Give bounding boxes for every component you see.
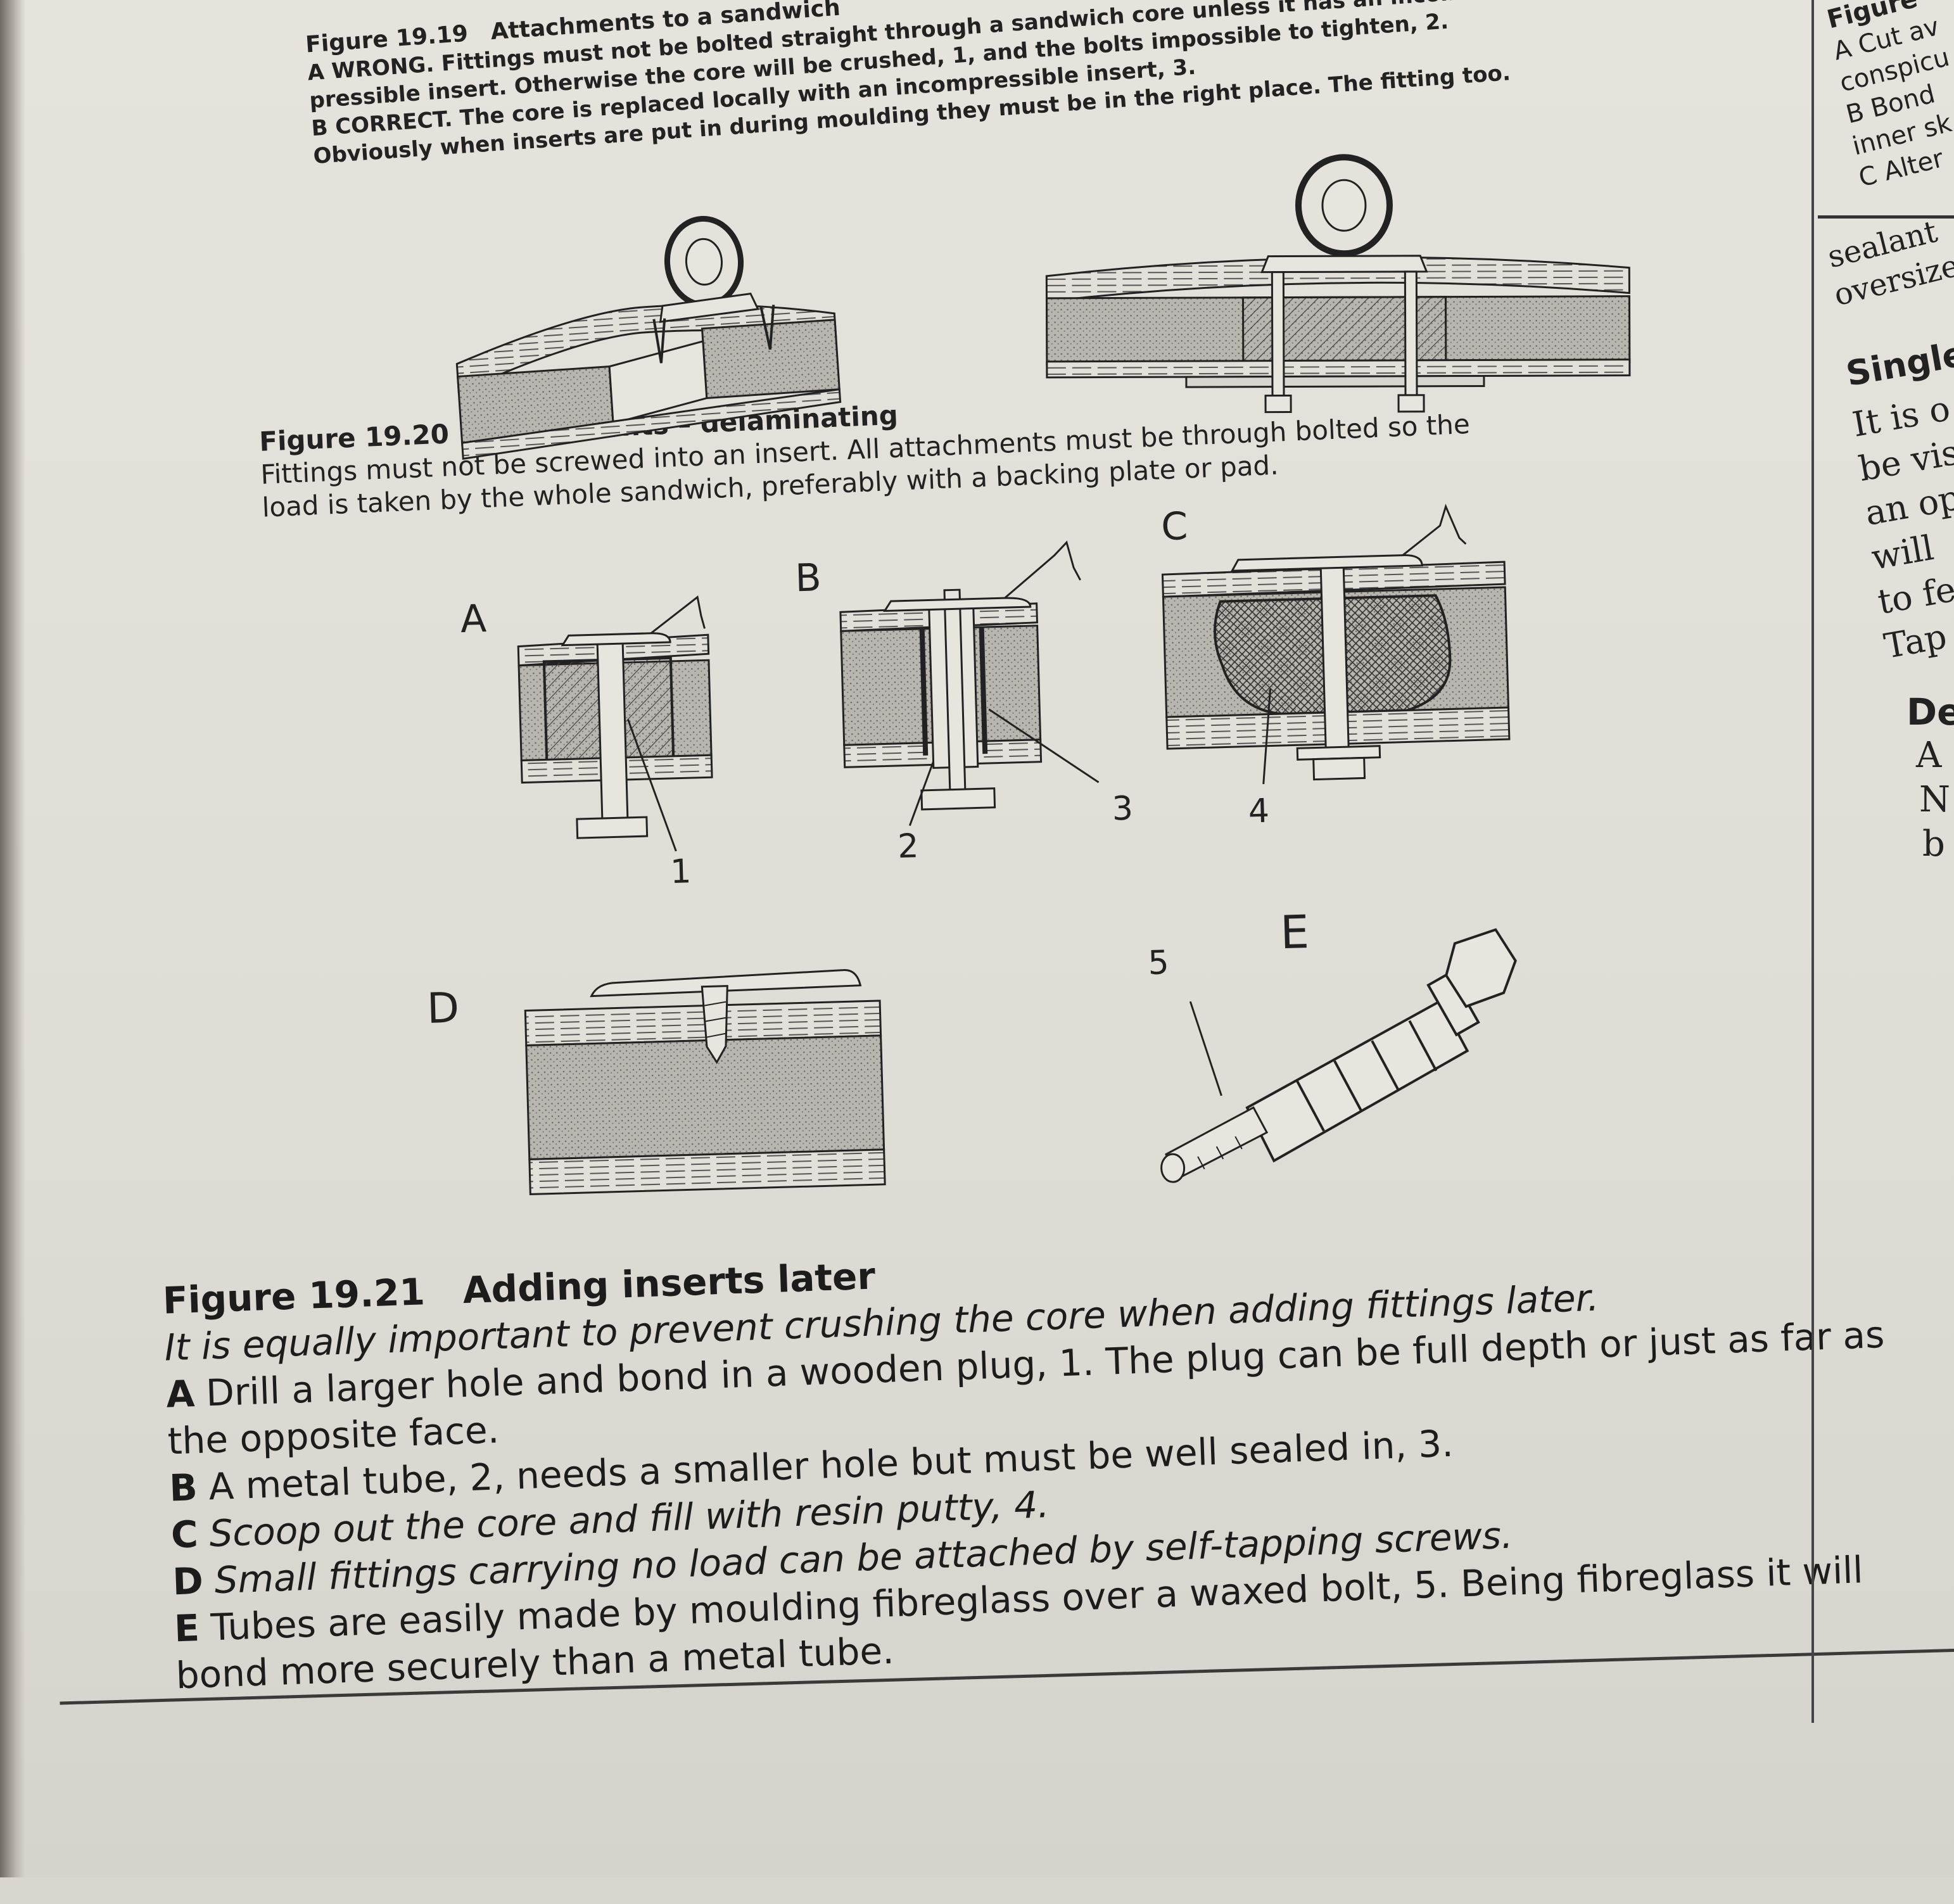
rc-heading-de: De — [1906, 690, 1954, 733]
fig21-callout-3: 3 — [1112, 790, 1134, 828]
right-column-clipped: Figure A Cut av conspicu B Bond inner sk… — [1811, 0, 1954, 1877]
right-column-rule — [1811, 0, 1814, 1723]
fig21-callout-4: 4 — [1248, 792, 1270, 831]
figure-19-21-drawing-c — [1161, 504, 1511, 784]
fig21-callout-1: 1 — [669, 853, 692, 891]
fig21-label-b: B — [794, 555, 822, 600]
rc-de-3: b — [1922, 823, 1945, 865]
figure-19-21-drawing-b — [839, 540, 1100, 826]
fig21-callout-2: 2 — [897, 827, 919, 866]
figure-19-21-number: Figure 19.21 — [162, 1270, 426, 1323]
rc-single-4: will — [1868, 527, 1937, 578]
figure-19-19-drawing-a — [455, 215, 842, 460]
rc-single-5: to fe — [1875, 569, 1954, 623]
book-spine-shadow — [0, 0, 25, 1877]
rc-box-rule — [1818, 215, 1954, 219]
figure-19-21-drawing-e — [1160, 928, 1517, 1183]
fig21-label-e: E — [1279, 905, 1310, 959]
rc-single-6: Tap — [1881, 616, 1950, 667]
fig21-label-c: C — [1160, 504, 1188, 549]
figure-19-21-drawing-a — [517, 595, 713, 852]
rc-heading-single: Single — [1843, 334, 1954, 395]
rc-de-1: A — [1916, 735, 1942, 776]
figure-19-21-drawing-d — [524, 968, 886, 1195]
fig21-label-d: D — [426, 983, 460, 1032]
fig21-label-a: A — [460, 597, 487, 642]
figure-19-19-drawing-b — [1045, 154, 1631, 414]
rc-de-2: N — [1919, 779, 1950, 820]
fig21-callout-5: 5 — [1148, 944, 1170, 982]
